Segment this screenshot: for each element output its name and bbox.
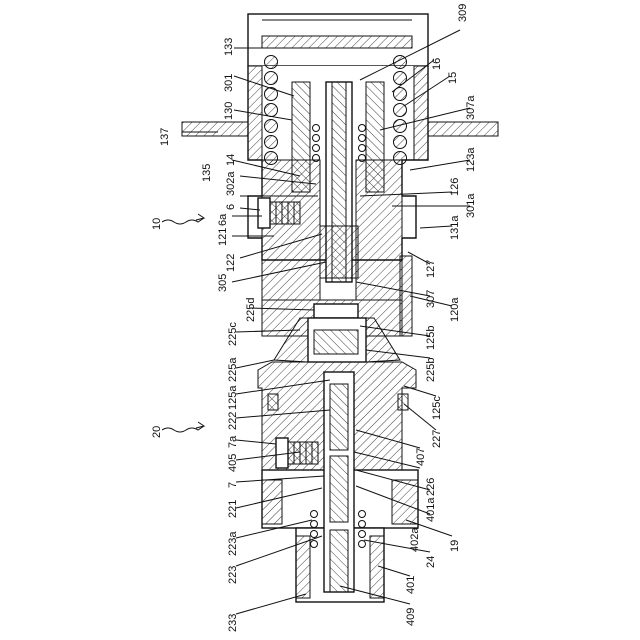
label-222: 222 xyxy=(227,412,239,430)
label-401: 401 xyxy=(405,576,417,594)
label-402a: 402a xyxy=(409,527,421,552)
label-409: 409 xyxy=(405,608,417,626)
label-135: 135 xyxy=(201,164,213,182)
label-19: 19 xyxy=(449,540,461,552)
label-225c: 225c xyxy=(227,322,239,346)
label-221: 221 xyxy=(227,500,239,518)
label-127: 127 xyxy=(425,260,437,278)
assembly-label-20: 20 xyxy=(151,426,163,438)
label-407: 407 xyxy=(415,448,427,466)
label-24: 24 xyxy=(425,556,437,568)
label-405: 405 xyxy=(227,454,239,472)
label-301: 301 xyxy=(223,74,235,92)
label-120a: 120a xyxy=(449,297,461,322)
label-131a: 131a xyxy=(449,215,461,240)
label-223a: 223a xyxy=(227,531,239,556)
label-15: 15 xyxy=(447,72,459,84)
label-121: 121 xyxy=(217,228,229,246)
label-7a: 7a xyxy=(227,435,239,448)
label-133: 133 xyxy=(223,38,235,56)
label-223: 223 xyxy=(227,566,239,584)
lower-screw xyxy=(276,438,318,468)
label-307: 307 xyxy=(425,290,437,308)
label-130: 130 xyxy=(223,102,235,120)
assembly-pointers xyxy=(162,214,204,432)
label-225b: 225b xyxy=(425,358,437,382)
label-227: 227 xyxy=(431,430,443,448)
label-122: 122 xyxy=(225,254,237,272)
label-309: 309 xyxy=(457,4,469,22)
label-126: 126 xyxy=(449,178,461,196)
label-401a: 401a xyxy=(425,497,437,522)
label-307a: 307a xyxy=(465,95,477,120)
label-6a: 6a xyxy=(217,213,229,226)
label-233: 233 xyxy=(227,614,239,632)
label-125b: 125b xyxy=(425,326,437,350)
label-16: 16 xyxy=(431,58,443,70)
label-6: 6 xyxy=(225,204,237,210)
label-7: 7 xyxy=(227,482,239,488)
upper-screw xyxy=(258,198,300,228)
label-123a: 123a xyxy=(465,147,477,172)
label-137: 137 xyxy=(159,128,171,146)
label-125a: 125a xyxy=(227,385,239,410)
label-305: 305 xyxy=(217,274,229,292)
label-226: 226 xyxy=(425,478,437,496)
label-301a: 301a xyxy=(465,193,477,218)
assembly-label-10: 10 xyxy=(151,218,163,230)
label-225d: 225d xyxy=(245,298,257,322)
label-14: 14 xyxy=(225,154,237,166)
label-225a: 225a xyxy=(227,357,239,382)
upper-shaft xyxy=(320,82,358,282)
label-125c: 125c xyxy=(431,396,443,420)
label-302a: 302a xyxy=(225,171,237,196)
lower-shaft xyxy=(324,372,354,592)
